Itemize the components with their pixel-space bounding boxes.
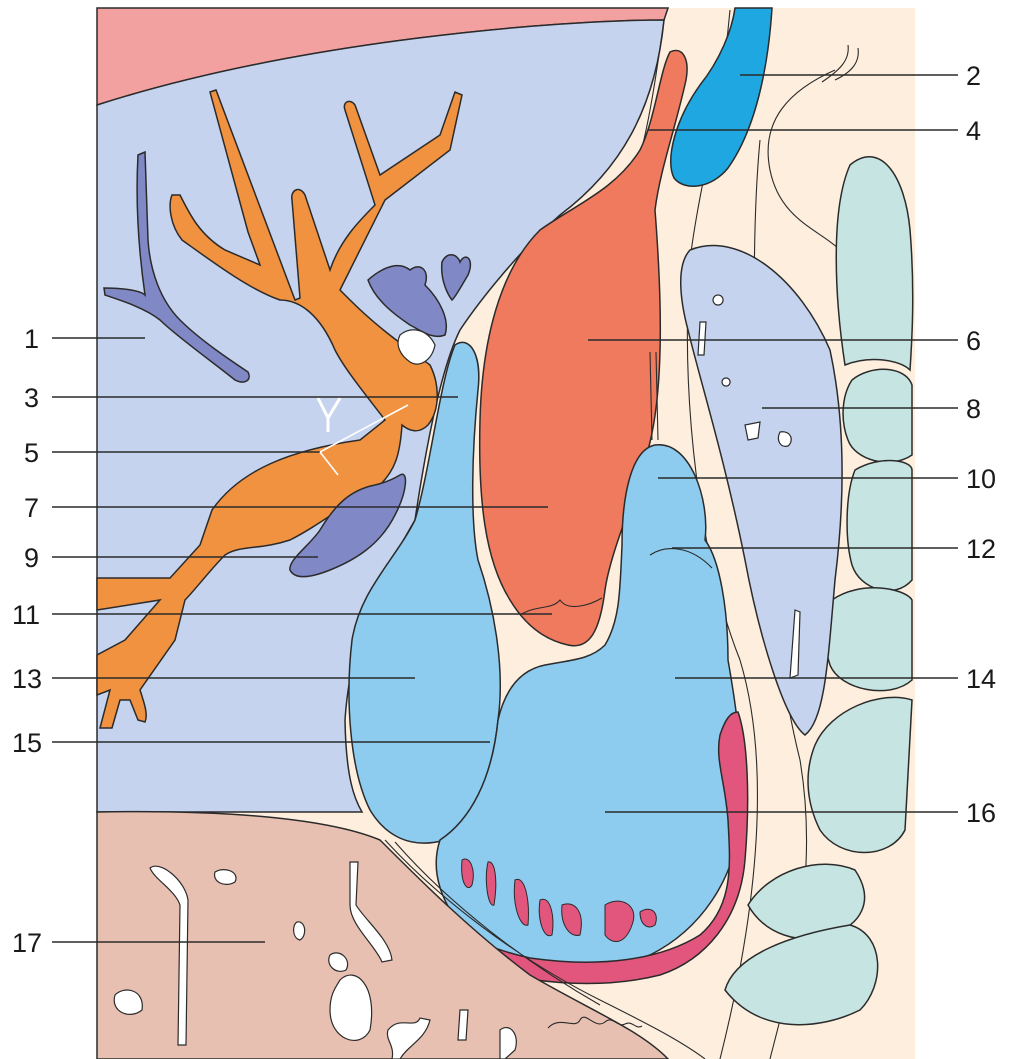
label-10: 10 — [966, 464, 996, 494]
label-1: 1 — [24, 324, 39, 354]
teal-lobe-2 — [847, 461, 912, 591]
label-2: 2 — [966, 61, 981, 91]
label-17: 17 — [12, 928, 42, 958]
label-11: 11 — [12, 600, 40, 630]
labels-right: 2 4 6 8 10 12 14 16 — [966, 61, 996, 828]
label-9: 9 — [24, 543, 39, 573]
label-14: 14 — [966, 664, 996, 694]
label-13: 13 — [12, 664, 42, 694]
label-5: 5 — [24, 438, 39, 468]
label-4: 4 — [966, 116, 981, 146]
label-8: 8 — [966, 394, 981, 424]
label-7: 7 — [24, 493, 39, 523]
labels-left: 1 3 5 7 9 11 13 15 17 — [12, 324, 42, 958]
label-12: 12 — [966, 534, 996, 564]
label-15: 15 — [12, 728, 42, 758]
label-6: 6 — [966, 326, 981, 356]
label-3: 3 — [24, 383, 39, 413]
teal-column-upper — [836, 157, 912, 370]
label-16: 16 — [966, 798, 996, 828]
teal-lobe-3 — [824, 588, 913, 691]
teal-lobe-1 — [843, 369, 912, 462]
